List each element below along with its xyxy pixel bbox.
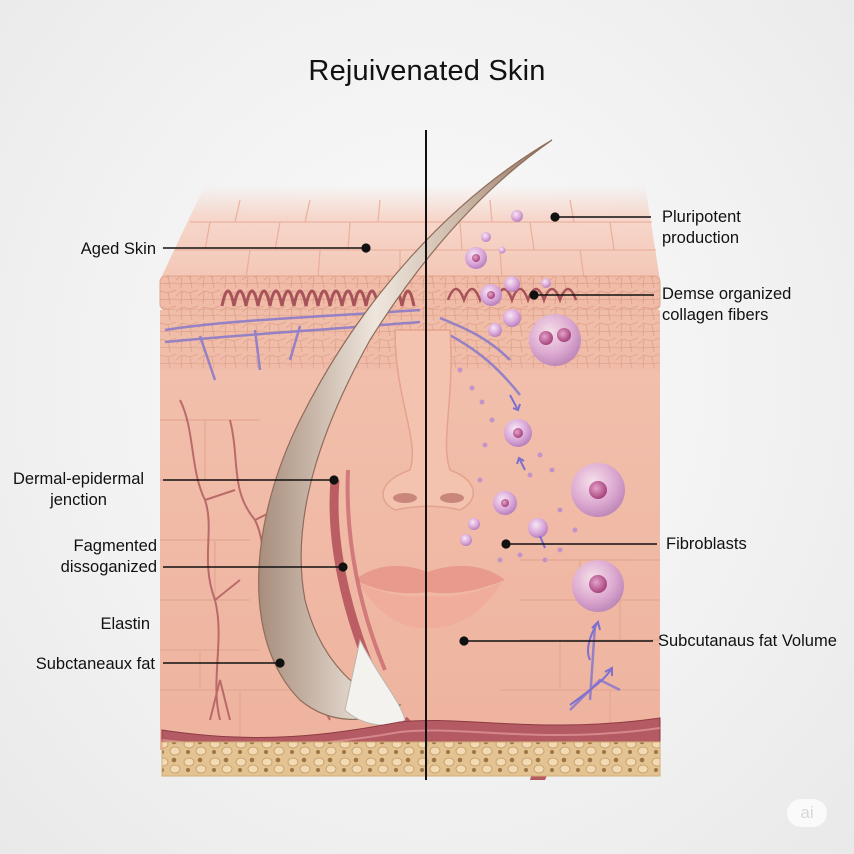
label-pluripotent-production: Pluripotent production bbox=[662, 208, 741, 247]
label-dermal-epidermal-junction: Dermal-epidermal jenction bbox=[12, 470, 145, 509]
label-dense-collagen: Demse organized collagen fibers bbox=[662, 285, 792, 324]
nose-relief bbox=[382, 329, 475, 511]
label-fibroblasts: Fibroblasts bbox=[666, 535, 747, 553]
label-fat-volume: Subcutanaus fat Volume bbox=[658, 632, 837, 650]
label-fragmented-disorganized: Fagmented dissoganized bbox=[60, 537, 157, 576]
hair-bulb bbox=[344, 638, 406, 726]
hair-shaft bbox=[258, 139, 553, 721]
label-aged-skin: Aged Skin bbox=[80, 240, 156, 258]
lower-lip bbox=[358, 582, 502, 629]
migration-arrows bbox=[509, 394, 613, 706]
stem-cells bbox=[460, 210, 625, 612]
rete-ridges-rejuvenated bbox=[446, 287, 578, 304]
subcutaneous-fat-layer bbox=[161, 741, 661, 777]
diagram-title: Rejuivenated Skin bbox=[308, 55, 546, 87]
label-subcutaneous-fat: Subctaneaux fat bbox=[35, 655, 155, 673]
epidermis-layer bbox=[160, 185, 660, 280]
upper-lip bbox=[355, 565, 505, 594]
ai-watermark-badge: ai bbox=[787, 799, 827, 827]
callout-lines bbox=[163, 212, 657, 668]
signal-dots bbox=[457, 367, 578, 563]
label-elastin: Elastin bbox=[100, 615, 150, 633]
